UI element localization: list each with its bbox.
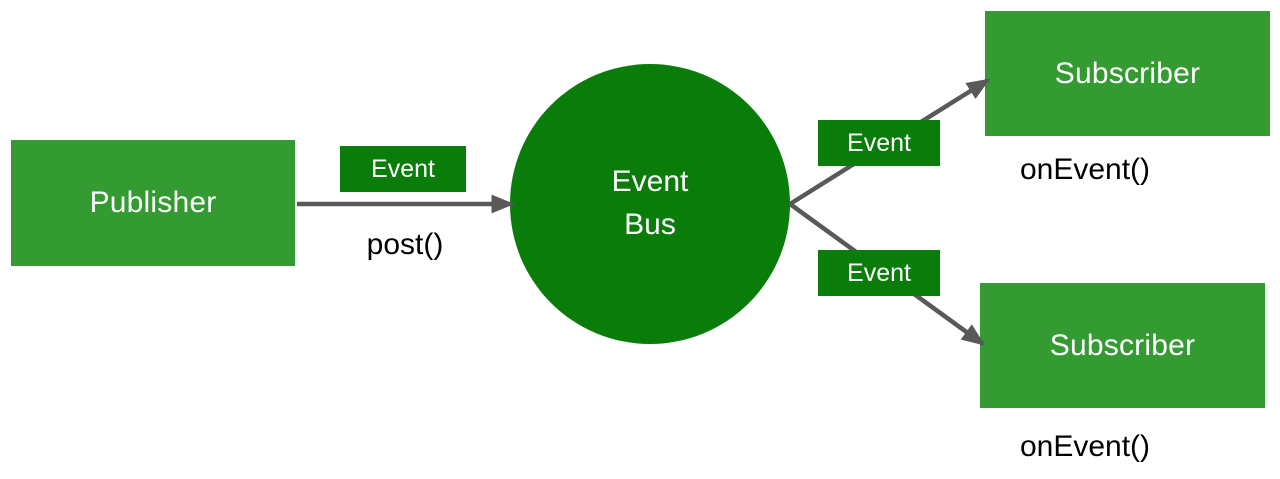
method-label-on-event-top: onEvent()	[1019, 153, 1151, 186]
node-subscriber-top[interactable]: Subscriber	[985, 11, 1270, 136]
edge-tag-bus-to-subscriber-bottom-label: Event	[847, 258, 911, 287]
node-event-bus[interactable]: Event Bus	[510, 64, 790, 344]
edge-tag-publisher-to-bus-label: Event	[371, 154, 435, 183]
node-publisher-label: Publisher	[89, 186, 217, 219]
edge-tag-bus-to-subscriber-top-label: Event	[847, 128, 911, 157]
method-label-on-event-bottom: onEvent()	[1019, 430, 1151, 463]
edge-tag-bus-to-subscriber-top[interactable]: Event	[818, 120, 940, 166]
node-subscriber-bottom[interactable]: Subscriber	[980, 283, 1265, 408]
node-event-bus-label-line2: Bus	[624, 208, 676, 241]
edge-tag-publisher-to-bus[interactable]: Event	[340, 146, 466, 192]
method-label-post: post()	[366, 228, 444, 261]
node-event-bus-label-line1: Event	[611, 165, 689, 199]
node-subscriber-top-label: Subscriber	[1054, 56, 1201, 90]
edge-tag-bus-to-subscriber-bottom[interactable]: Event	[818, 250, 940, 296]
node-publisher[interactable]: Publisher	[11, 140, 295, 266]
node-subscriber-bottom-label: Subscriber	[1049, 328, 1196, 362]
